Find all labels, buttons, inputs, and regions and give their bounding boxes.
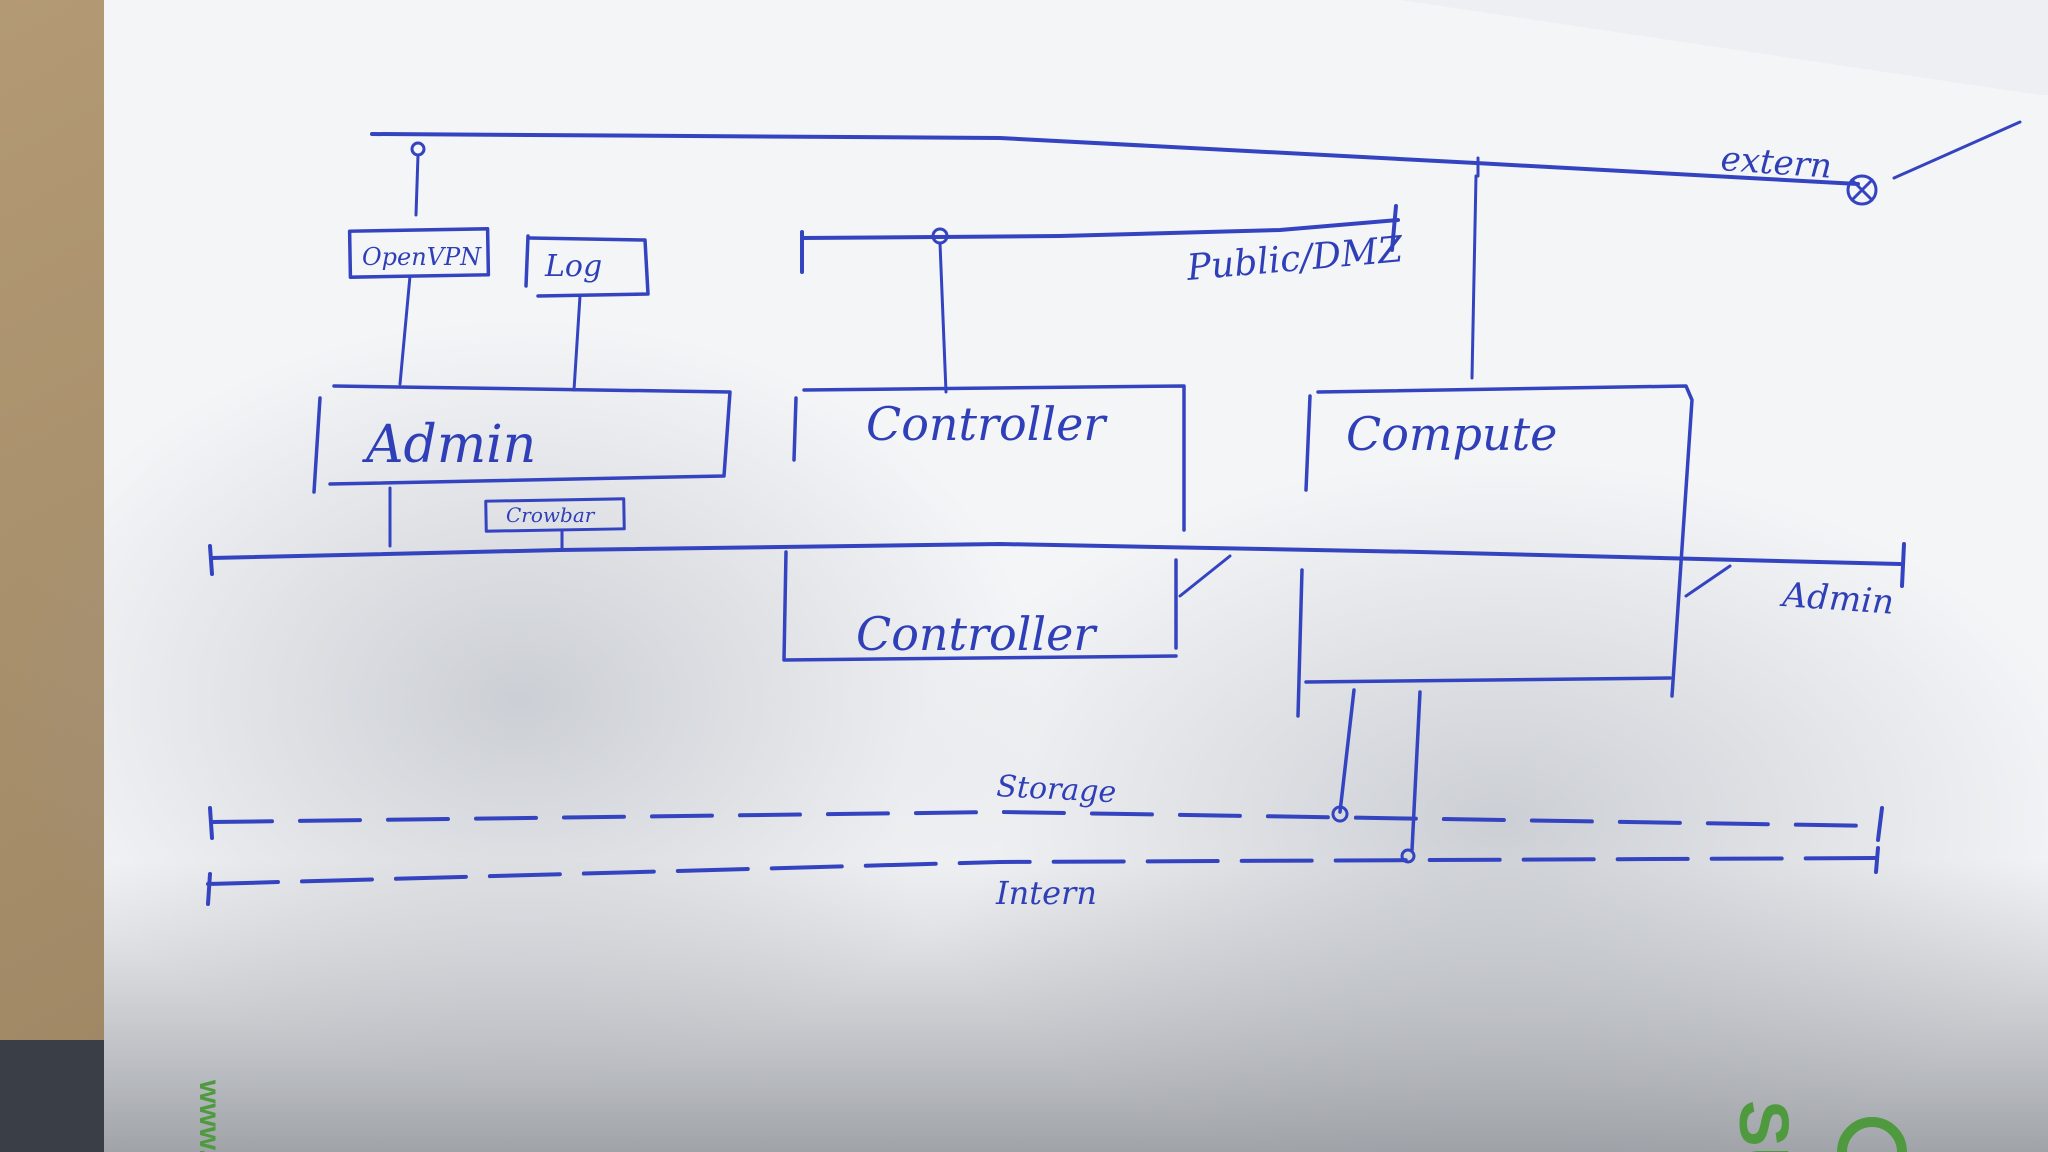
brand-logo-mark: SU [1725, 1100, 1803, 1152]
controller-node-1: Controller [792, 384, 1186, 532]
paper-bottom-shade [104, 860, 2048, 1152]
intern-network: Intern [206, 846, 1882, 912]
svg-text:Admin: Admin [362, 415, 536, 475]
controller-node-2: Controller [782, 550, 1178, 662]
brand-logo-icon [1837, 1117, 1907, 1152]
extern-terminator-icon [1846, 174, 1878, 206]
svg-text:Controller: Controller [866, 397, 1108, 451]
storage-label: Storage [996, 769, 1118, 810]
compute-node: Compute [1296, 384, 1694, 864]
intern-label: Intern [995, 874, 1097, 912]
log-node: Log [524, 234, 650, 392]
svg-text:Compute: Compute [1346, 407, 1557, 461]
admin-network: Admin [208, 542, 1906, 623]
svg-text:Log: Log [544, 249, 602, 284]
extern-label: extern [1719, 139, 1833, 187]
www-mark: www. [193, 1079, 226, 1152]
svg-text:Crowbar: Crowbar [506, 503, 596, 527]
admin-network-label: Admin [1778, 575, 1895, 623]
openvpn-node: OpenVPN [347, 227, 491, 386]
extern-network: extern [370, 120, 2022, 380]
svg-text:Controller: Controller [856, 607, 1098, 661]
admin-node: Admin Crowbar [312, 384, 732, 550]
storage-network: Storage [208, 769, 1884, 842]
paper-top-edge-shadow [104, 0, 2048, 95]
svg-text:OpenVPN: OpenVPN [362, 243, 482, 271]
